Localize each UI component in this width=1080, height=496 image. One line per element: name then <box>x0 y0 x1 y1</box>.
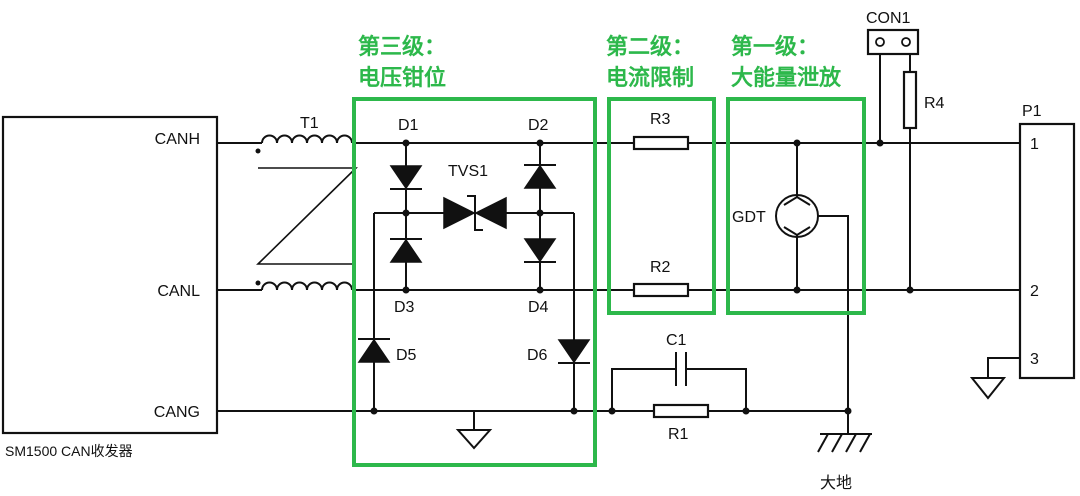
pin-label-canh: CANH <box>155 131 200 148</box>
stage2-frame <box>607 97 716 315</box>
gdt-tube: GDT <box>732 143 849 411</box>
d6-label: D6 <box>527 347 548 364</box>
stage3-frame <box>352 97 597 467</box>
stage2-title-line1: 第二级： <box>606 34 694 60</box>
earth-symbol: 大地 <box>817 411 872 492</box>
stage1-title-line1: 第一级： <box>731 34 819 60</box>
d4-diode <box>523 238 557 263</box>
r3-resistor <box>632 135 690 151</box>
transceiver-block <box>1 115 219 435</box>
p1-pin-1: 1 <box>1030 136 1039 153</box>
con1-jumper: CON1 <box>866 10 920 143</box>
p1-pin-2: 2 <box>1030 283 1039 300</box>
stage3-title-line1: 第三级： <box>358 34 446 60</box>
d3-diode <box>389 238 423 263</box>
r1-resistor <box>652 403 710 419</box>
d2-diode <box>523 164 557 189</box>
r1-label: R1 <box>668 426 689 443</box>
d5-label: D5 <box>396 347 417 364</box>
d3-label: D3 <box>394 299 415 316</box>
pin-label-canl: CANL <box>157 283 200 300</box>
tvs1-diode: TVS1 <box>443 163 507 231</box>
d2-label: D2 <box>528 117 549 134</box>
con1-label: CON1 <box>866 10 911 27</box>
c1-capacitor: C1 <box>611 332 747 411</box>
stage1-title-line2: 大能量泄放 <box>731 65 842 91</box>
stage3-title-line2: 电压钳位 <box>358 65 446 91</box>
tvs1-label: TVS1 <box>448 163 488 180</box>
gdt-label: GDT <box>732 209 766 226</box>
stage1-frame <box>726 97 866 315</box>
p1-pin-3: 3 <box>1030 351 1039 368</box>
t1-label: T1 <box>300 115 319 132</box>
d4-label: D4 <box>528 299 549 316</box>
p1-connector: P1 1 2 3 <box>1018 103 1076 380</box>
c1-label: C1 <box>666 332 687 349</box>
r3-label: R3 <box>650 111 671 128</box>
r2-resistor <box>632 282 690 298</box>
d1-label: D1 <box>398 117 419 134</box>
p1-label: P1 <box>1022 103 1042 120</box>
r2-label: R2 <box>650 259 671 276</box>
pin-label-cang: CANG <box>154 404 200 421</box>
transceiver-label: SM1500 CAN收发器 <box>5 443 133 459</box>
d1-diode <box>389 165 423 190</box>
stage2-title-line2: 电流限制 <box>606 65 694 91</box>
d5-diode <box>357 338 391 363</box>
r4-label: R4 <box>924 95 945 112</box>
t1-choke: T1 <box>255 115 358 291</box>
earth-label: 大地 <box>820 474 852 492</box>
ground-symbol-stage3 <box>455 411 493 450</box>
d6-diode <box>557 339 591 364</box>
r4-resistor <box>902 70 918 130</box>
ground-symbol-p1 <box>969 357 1020 400</box>
